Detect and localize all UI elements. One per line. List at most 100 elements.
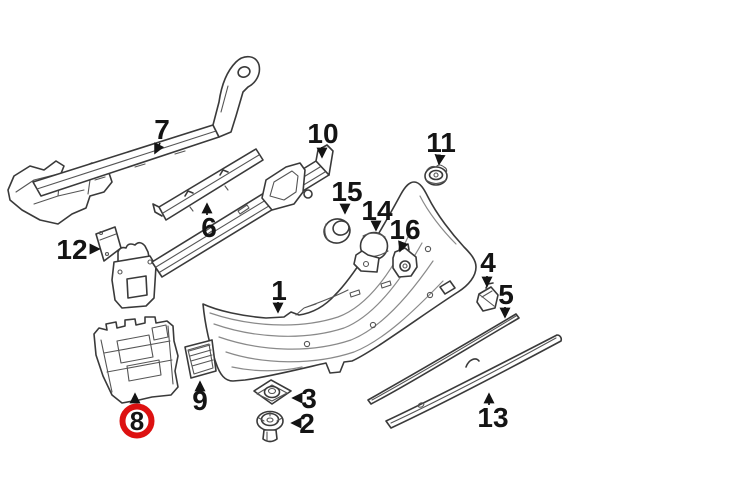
part-1-sensor-hole-1 (303, 340, 311, 348)
part-14[interactable] (353, 231, 389, 273)
part-8-rect-1 (116, 334, 154, 364)
part-7-arm-hole (237, 66, 251, 78)
callout-15: 15 (331, 176, 363, 215)
callout-13-label[interactable]: 13 (477, 402, 508, 433)
callout-11-arrow (434, 154, 446, 166)
callout-15-label[interactable]: 15 (331, 176, 362, 207)
part-1-sensor-hole-2 (369, 321, 377, 329)
part-12[interactable] (95, 226, 122, 262)
callout-5: 5 (498, 279, 514, 319)
part-4[interactable] (476, 282, 499, 312)
part-6[interactable] (152, 148, 264, 221)
part-2[interactable] (256, 410, 284, 443)
callout-4-label[interactable]: 4 (480, 247, 496, 278)
part-6-tabs (152, 169, 229, 217)
part-3-base (253, 379, 292, 405)
part-10-slots (203, 204, 250, 236)
part-7[interactable] (7, 55, 261, 225)
callout-12-label[interactable]: 12 (56, 234, 87, 265)
part-13-strip-line (390, 337, 557, 424)
callout-5-label[interactable]: 5 (498, 279, 514, 310)
callout-7-arrow (154, 142, 165, 155)
part-12-dot-2 (104, 251, 110, 257)
callout-1-label[interactable]: 1 (271, 275, 287, 306)
part-3-dome-hole (267, 387, 277, 395)
part-12-pad (95, 226, 122, 262)
part-1-crease-5 (231, 366, 303, 372)
part-15-inner (332, 220, 350, 236)
callout-8-label[interactable]: 8 (130, 406, 144, 436)
callout-11: 11 (426, 127, 456, 166)
callout-14: 14 (361, 195, 393, 232)
callout-7-label[interactable]: 7 (154, 114, 170, 145)
part-6-notches (189, 185, 229, 212)
callout-9: 9 (192, 380, 208, 416)
part-10-mid-bracket (261, 162, 306, 211)
callout-9-label[interactable]: 9 (192, 385, 208, 416)
part-13-hole (417, 402, 425, 408)
part-5[interactable] (367, 313, 520, 405)
part-1-plate-recess (295, 289, 349, 316)
part-1[interactable] (202, 181, 477, 382)
part-16-hole (402, 263, 408, 269)
callout-16: 16 (389, 214, 421, 253)
part-15[interactable] (321, 216, 352, 246)
callout-11-label[interactable]: 11 (426, 127, 456, 158)
callout-6: 6 (201, 202, 217, 243)
callout-2-label[interactable]: 2 (299, 408, 315, 439)
part-2-stem (262, 429, 278, 443)
part-3[interactable] (253, 379, 292, 405)
callout-3: 3 (291, 383, 317, 414)
callout-10: 10 (307, 118, 339, 159)
part-1-sensor-hole-4 (424, 245, 432, 253)
part-6-rail-line (162, 154, 260, 214)
part-10-stud (303, 189, 313, 199)
part-8-rect-2 (126, 359, 162, 382)
callout-14-label[interactable]: 14 (361, 195, 393, 226)
callout-8-highlighted[interactable]: 8 (119, 392, 155, 439)
part-10[interactable] (111, 144, 334, 309)
part-9-louvers (188, 344, 214, 367)
callout-13: 13 (477, 392, 509, 433)
part-11-center (433, 172, 439, 178)
callout-10-label[interactable]: 10 (307, 118, 338, 149)
part-7-rail-line (36, 130, 217, 190)
part-4-body (476, 286, 499, 312)
part-16-ring (399, 260, 411, 272)
part-7-arm-line (220, 85, 229, 113)
part-11-inner (428, 169, 444, 181)
callout-7: 7 (154, 114, 170, 155)
part-1-sensor-hole-3 (426, 291, 434, 299)
part-4-fold (479, 290, 495, 307)
part-11-flange (425, 179, 447, 185)
part-8[interactable] (93, 316, 179, 404)
part-3-dome (263, 385, 281, 399)
part-1-crease-4 (225, 280, 444, 363)
part-12-dot-1 (98, 230, 104, 236)
part-8-ribs (100, 325, 174, 393)
callout-16-label[interactable]: 16 (389, 214, 420, 245)
callout-8-highlight-ring (119, 403, 155, 439)
part-5-strip-line (371, 315, 517, 401)
part-9[interactable] (184, 339, 217, 379)
callout-1: 1 (271, 275, 287, 314)
callout-12: 12 (56, 234, 101, 265)
part-11[interactable] (424, 164, 448, 186)
part-1-crease-3 (218, 260, 434, 350)
part-1-crease-2 (213, 242, 423, 337)
part-12-line (99, 233, 117, 241)
part-1-slot-2 (380, 280, 392, 289)
part-7-slots (94, 150, 186, 181)
part-1-outline (202, 181, 477, 382)
part-7-arm (212, 55, 261, 138)
part-7-fold-lines (15, 165, 93, 205)
part-10-mid-bracket-inner (269, 170, 299, 201)
part-10-box-dot-1 (117, 269, 123, 275)
callout-2: 2 (290, 408, 315, 439)
callout-6-label[interactable]: 6 (201, 212, 217, 243)
part-8-rect-3 (151, 324, 169, 341)
part-13[interactable] (385, 334, 563, 429)
callout-16-arrow (398, 240, 409, 253)
callout-3-label[interactable]: 3 (301, 383, 317, 414)
